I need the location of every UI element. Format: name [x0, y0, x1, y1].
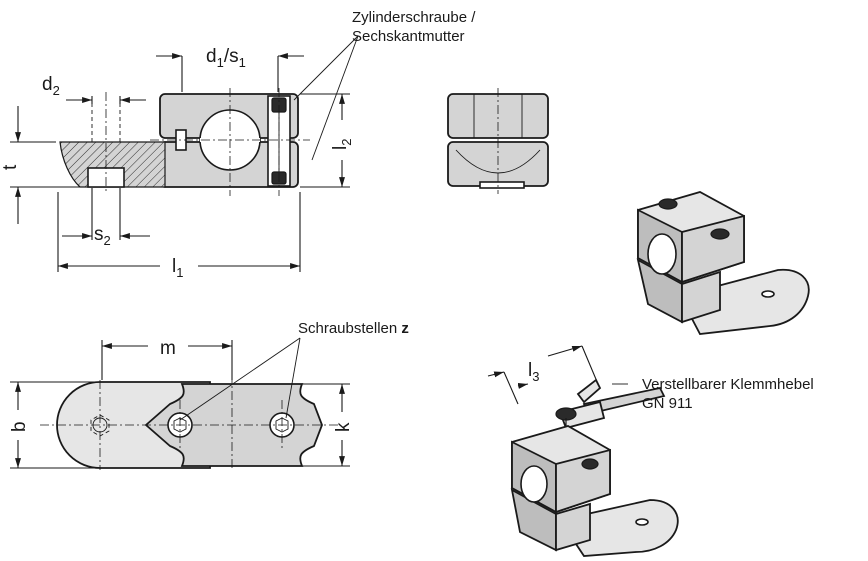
svg-text:l3: l3: [528, 360, 539, 384]
isometric-view-with-lever: l3 Verstellbarer Klemmhebel GN 911: [487, 345, 814, 557]
isometric-view-basic: [636, 191, 810, 335]
label-d1-s1: d1/s1: [206, 46, 246, 70]
label-l3: l3: [528, 360, 539, 384]
label-l1: l1: [172, 256, 183, 280]
svg-text:GN 911: GN 911: [642, 395, 693, 412]
label-l2: l2: [330, 139, 354, 150]
side-view: [447, 88, 549, 194]
svg-text:t: t: [0, 164, 21, 170]
svg-text:d2: d2: [42, 74, 60, 98]
callout-screw: Zylinderschraube / Sechskantmutter: [352, 9, 476, 45]
svg-text:l1: l1: [172, 256, 183, 280]
label-m: m: [160, 338, 176, 359]
label-s2: s2: [94, 224, 111, 248]
label-t: t: [0, 164, 21, 170]
svg-text:s2: s2: [94, 224, 111, 248]
svg-text:Zylinderschraube /: Zylinderschraube /: [352, 9, 476, 26]
svg-text:m: m: [160, 338, 176, 359]
svg-text:k: k: [333, 422, 354, 432]
svg-text:Sechskantmutter: Sechskantmutter: [352, 28, 465, 45]
svg-text:b: b: [9, 421, 30, 432]
top-view: m b k Schraubstellen z: [9, 320, 409, 470]
callout-screw-points: Schraubstellen z: [298, 320, 409, 337]
label-d2: d2: [42, 74, 60, 98]
svg-text:Schraubstellen z: Schraubstellen z: [298, 320, 409, 337]
label-k: k: [333, 422, 354, 432]
label-b: b: [9, 421, 30, 432]
callout-lever: Verstellbarer Klemmhebel GN 911: [642, 376, 814, 412]
svg-text:Verstellbarer Klemmhebel: Verstellbarer Klemmhebel: [642, 376, 814, 393]
svg-text:d1/s1: d1/s1: [206, 46, 246, 70]
svg-text:l2: l2: [330, 139, 354, 150]
front-section-view: d1/s1 d2 t s2 l1 l2 Zylinderschraube / S…: [0, 9, 476, 280]
